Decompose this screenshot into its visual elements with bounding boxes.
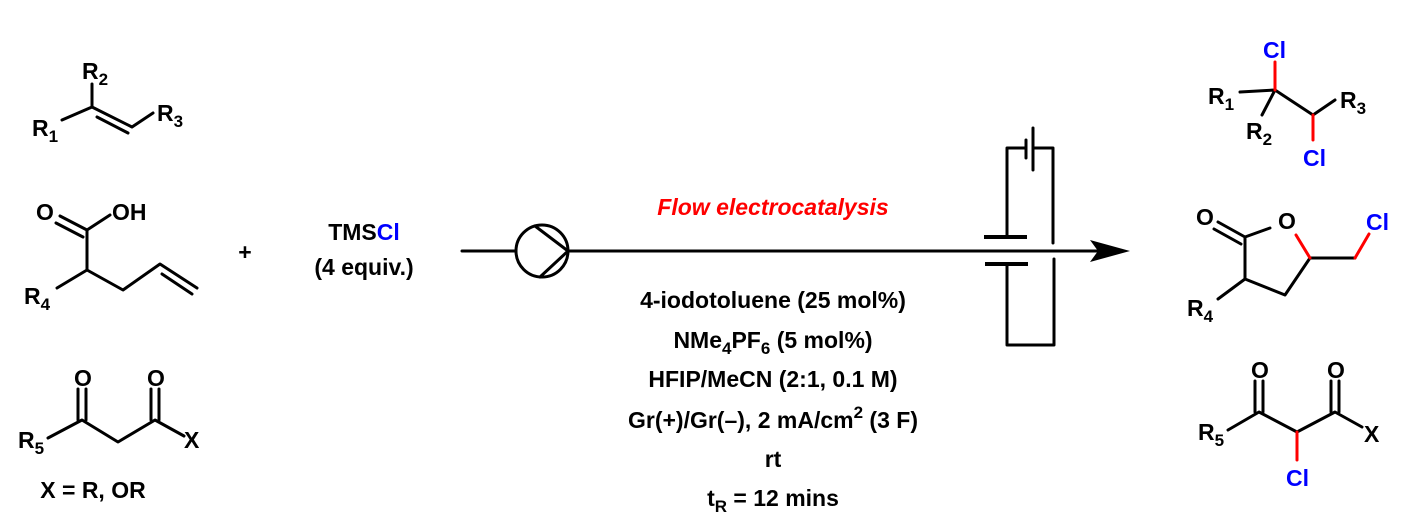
condition-temperature: rt [765, 446, 782, 472]
r4-label: R4 [24, 283, 51, 314]
dicarbonyl-bonds [46, 418, 186, 444]
cl-label: Cl [1286, 465, 1309, 491]
acid-reactant: O OH R4 [24, 199, 199, 314]
r4-label: R4 [1187, 295, 1214, 326]
r3-label: R3 [157, 100, 183, 131]
electrochemical-cell-icon [984, 126, 1056, 347]
chloro-dicarbonyl-bonds [1226, 410, 1364, 434]
lactone-ring-o: O [1278, 208, 1296, 234]
acid-vinyl-double [160, 272, 194, 296]
r2-label: R2 [82, 58, 108, 89]
lactone-carbonyl [1212, 220, 1247, 246]
arrow-head-icon [1090, 240, 1130, 262]
x-definition: X = R, OR [40, 477, 146, 503]
reagent-equiv: (4 equiv.) [314, 254, 413, 280]
x-label: X [1364, 421, 1380, 447]
reagent-tmscl: TMSCl [328, 219, 400, 245]
dicarbonyl-carbonyls [76, 387, 161, 422]
dicarbonyl-reactant: O O R5 X X = R, OR [18, 365, 200, 503]
dichloride-bonds [1238, 88, 1337, 117]
method-title: Flow electrocatalysis [657, 194, 888, 220]
cl-label: Cl [1366, 209, 1389, 235]
alkene-reactant: R2 R1 R3 [32, 58, 183, 146]
pump-icon [514, 223, 570, 279]
alkene-double-bond [95, 115, 130, 135]
dicarbonyl-o2: O [147, 365, 165, 391]
condition-solvent: HFIP/MeCN (2:1, 0.1 M) [648, 366, 897, 392]
chloro-dicarbonyl-product: O O R5 X Cl [1198, 357, 1380, 491]
acid-o-label: O [36, 199, 54, 225]
r5-label: R5 [18, 427, 44, 458]
new-c-o-bond [1294, 233, 1312, 260]
r1-label: R1 [1208, 83, 1234, 114]
x-label: X [184, 427, 200, 453]
circuit-bottom-wire [1005, 257, 1056, 347]
lactone-carbonyl-o: O [1196, 204, 1214, 230]
dicarbonyl-o1: O [74, 365, 92, 391]
acid-carbonyl [54, 214, 89, 239]
r5-label: R5 [1198, 419, 1224, 450]
acid-bonds [55, 213, 199, 292]
r3-label: R3 [1340, 87, 1366, 118]
cl-label: Cl [1263, 37, 1286, 63]
r1-label: R1 [32, 115, 58, 146]
reaction-arrow [460, 223, 1130, 279]
circuit-top-wire [1005, 146, 1055, 245]
alkene-bonds [60, 82, 155, 129]
cl-label: Cl [1303, 145, 1326, 171]
condition-catalyst: 4-iodotoluene (25 mol%) [640, 287, 906, 313]
lactone-product: O O Cl R4 [1187, 204, 1389, 326]
r2-label: R2 [1246, 118, 1272, 149]
chloro-dicarbonyl-carbonyls [1253, 379, 1341, 414]
condition-electrodes: Gr(+)/Gr(–), 2 mA/cm2 (3 F) [628, 403, 918, 433]
o-label: O [1251, 357, 1269, 383]
o-label: O [1327, 357, 1345, 383]
acid-oh-label: OH [112, 199, 147, 225]
plus-sign: + [238, 239, 251, 265]
dichloride-product: Cl Cl R1 R2 R3 [1208, 37, 1366, 171]
lactone-bonds [1216, 226, 1357, 301]
new-c-cl-bond [1353, 232, 1371, 260]
condition-residence-time: tR = 12 mins [707, 485, 839, 516]
condition-electrolyte: NMe4PF6 (5 mol%) [673, 327, 872, 358]
